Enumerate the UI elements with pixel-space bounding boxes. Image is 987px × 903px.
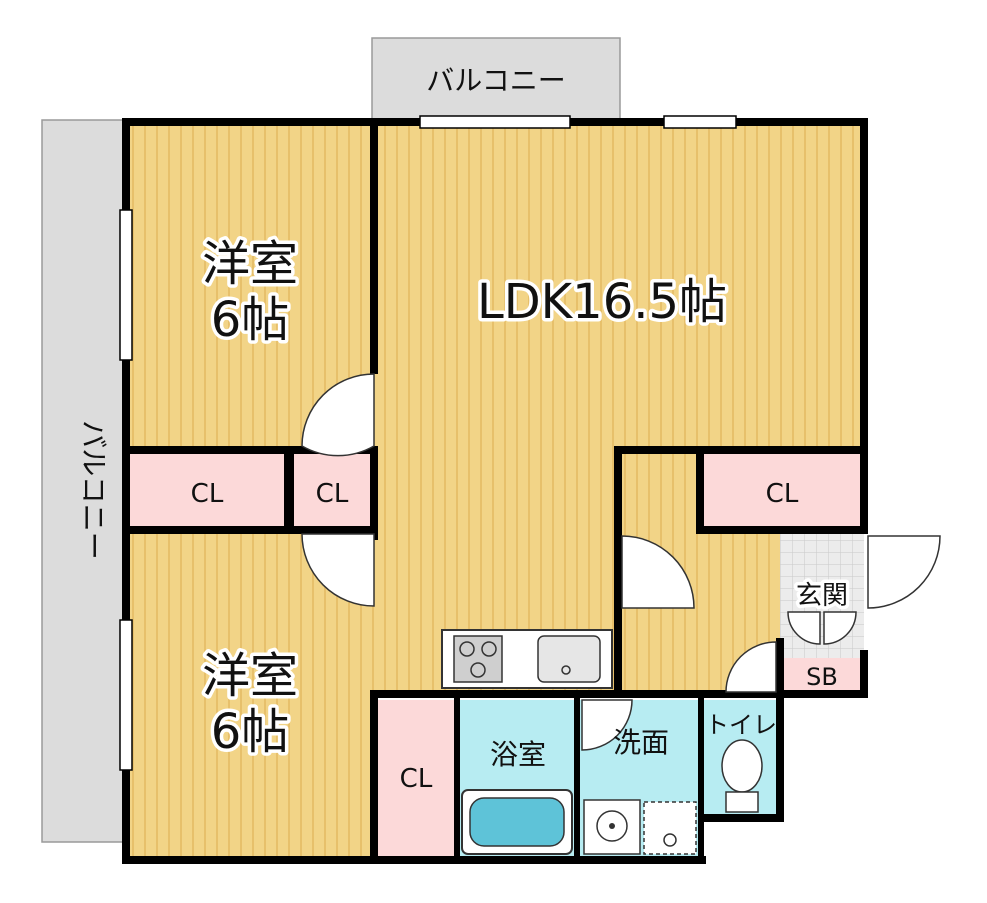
entrance-floor	[780, 530, 864, 658]
western-room-upper-size: 6帖	[211, 292, 290, 348]
ldk-label: LDK16.5帖	[477, 274, 727, 330]
closet-upper-mid-label: CL	[316, 479, 349, 509]
balcony-left: バルコニー	[41, 119, 127, 843]
entrance-label: 玄関	[796, 581, 848, 611]
doors	[301, 373, 941, 751]
balcony-top-label: バルコニー	[426, 64, 565, 97]
shoe-box	[784, 658, 860, 694]
western-room-lower-name: 洋室	[202, 648, 298, 704]
closet-upper-left-label: CL	[191, 479, 224, 509]
washbasin-icon	[583, 799, 641, 855]
western-room-lower-size: 6帖	[211, 704, 290, 760]
toilet-icon	[721, 739, 763, 813]
closet-lower-label: CL	[400, 764, 433, 794]
shoe-box-label: SB	[806, 663, 838, 691]
sink-icon	[537, 635, 601, 683]
closet-upper-mid	[294, 454, 370, 526]
closets	[130, 454, 860, 858]
toilet-label: トイレ	[705, 711, 777, 739]
bath-label: 浴室	[490, 738, 546, 771]
balcony-top: バルコニー	[371, 37, 621, 123]
ldk-floor	[374, 122, 864, 450]
room-labels: 洋室 6帖 洋室 6帖 LDK16.5帖 CL CL CL CL 浴室 洗面 ト…	[191, 233, 852, 795]
closet-upper-left	[130, 454, 284, 526]
western-room-upper-name: 洋室	[202, 236, 298, 292]
windows	[119, 115, 737, 771]
bathtub-icon	[461, 789, 573, 855]
balcony-left-label: バルコニー	[77, 420, 110, 559]
kitchen-counter	[441, 629, 613, 696]
closet-right	[704, 454, 860, 526]
closet-right-label: CL	[766, 479, 799, 509]
stove-icon	[453, 635, 503, 683]
washroom-label: 洗面	[613, 726, 669, 759]
washing-machine-icon	[643, 801, 697, 855]
closet-lower	[378, 700, 454, 858]
